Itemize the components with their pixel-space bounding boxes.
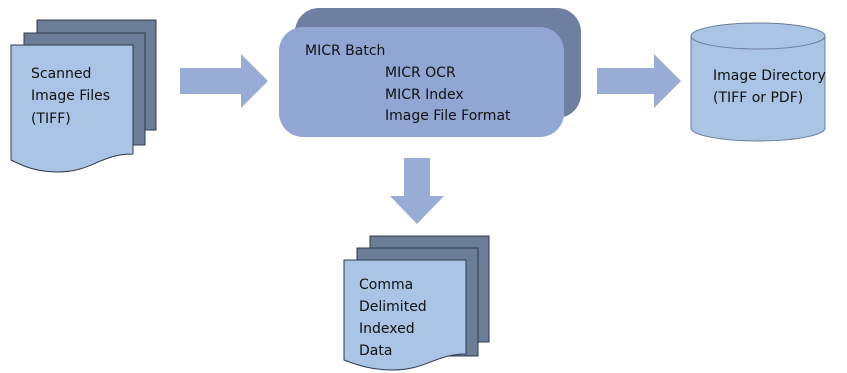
stacked-document-icon [10,19,157,173]
svg-text:Comma Delimited In: Comma Delimited Indexed Data [359,277,431,359]
svg-text:Image Directory (TIFF or: Image Directory (TIFF or PDF) [713,68,830,106]
micr-batch-step-3: Image File Format [385,108,511,124]
csv-output-line-1: Comma [359,277,413,293]
svg-text:MICR OCR MICR Index: MICR OCR MICR Index Image File Format [385,65,511,124]
image-directory-line-2: (TIFF or PDF) [713,90,803,106]
scanned-files-document-stack: Scanned Image Files (TIFF) [10,19,157,173]
micr-batch-step-1: MICR OCR [385,65,456,81]
right-arrow-icon [597,54,681,108]
csv-output-line-2: Delimited [359,299,427,315]
micr-batch-step-2: MICR Index [385,87,464,103]
image-directory-database: Image Directory (TIFF or PDF) [690,22,830,142]
micr-batch-box-front [279,27,564,137]
csv-output-line-4: Data [359,343,392,359]
micr-batch-title: MICR Batch [305,43,385,59]
scanned-files-line-3: (TIFF) [31,111,71,127]
csv-output-line-3: Indexed [359,321,415,337]
micr-batch-process-box: MICR Batch MICR OCR MICR Index Image Fil… [279,8,581,137]
stacked-document-icon [343,235,490,371]
database-cylinder-icon [690,22,826,142]
svg-text:Scanned Image Files: Scanned Image Files (TIFF) [31,66,114,127]
csv-output-document-stack: Comma Delimited Indexed Data [343,235,490,371]
scanned-files-line-1: Scanned [31,66,91,82]
right-arrow-icon [180,54,268,108]
scanned-files-line-2: Image Files [31,88,110,104]
down-arrow-icon [390,158,444,224]
image-directory-line-1: Image Directory [713,68,826,84]
